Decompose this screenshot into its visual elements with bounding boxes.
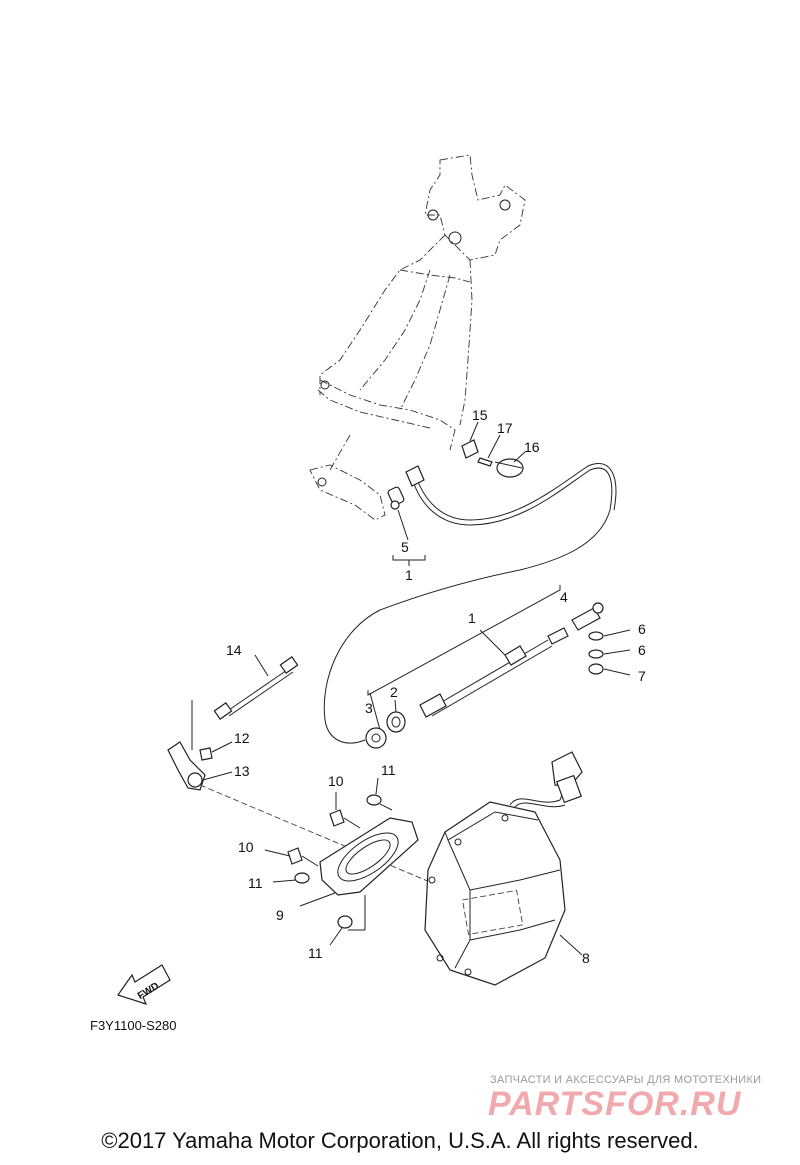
diagram-code: F3Y1100-S280 (90, 1018, 177, 1033)
callout-8: 8 (582, 950, 590, 966)
copyright-notice: ©2017 Yamaha Motor Corporation, U.S.A. A… (101, 1128, 699, 1153)
washer-2 (386, 699, 406, 733)
watermark-brand: PARTSFOR.RU (488, 1085, 742, 1123)
callout-2: 2 (390, 684, 398, 700)
clamp-16 (494, 451, 526, 478)
callout-3: 3 (365, 700, 373, 716)
callout-15: 15 (472, 407, 488, 423)
callout-6-bottom: 6 (638, 642, 646, 658)
plate-9 (299, 817, 419, 931)
nut-3 (365, 727, 387, 749)
cable-1-upper (323, 463, 617, 744)
callout-13: 13 (234, 763, 250, 779)
callout-10-left: 10 (238, 839, 254, 855)
callout-12: 12 (234, 730, 250, 746)
callout-11-left: 11 (248, 875, 263, 891)
callout-6-top: 6 (638, 621, 646, 637)
frame-bracket (309, 154, 526, 521)
callout-9: 9 (276, 907, 284, 923)
callout-11-top: 11 (381, 762, 396, 778)
callout-1-lower: 1 (468, 610, 476, 626)
callout-5: 5 (401, 539, 409, 555)
callout-17: 17 (497, 420, 513, 436)
callout-10-top: 10 (328, 773, 344, 789)
fwd-arrow-icon: FWD (117, 964, 171, 1005)
bolt-12 (199, 741, 233, 761)
callout-1-upper: 1 (405, 567, 413, 583)
watermark: ЗАПЧАСТИ И АКСЕССУАРЫ ДЛЯ МОТОТЕХНИКИ PA… (488, 1074, 761, 1123)
callout-14: 14 (226, 642, 242, 658)
bracket-5-1 (392, 555, 426, 566)
lever-13 (167, 700, 233, 791)
servo-motor-8 (424, 751, 583, 986)
callout-labels: 15 17 16 5 1 4 1 6 6 7 14 2 3 12 13 10 1… (226, 407, 646, 966)
bolt-17 (477, 434, 501, 467)
bolts-10-11 (264, 777, 393, 946)
callout-11-bottom: 11 (308, 945, 323, 961)
cable-1-lower (367, 585, 604, 731)
watermark-tagline: ЗАПЧАСТИ И АКСЕССУАРЫ ДЛЯ МОТОТЕХНИКИ (490, 1074, 761, 1086)
callout-7: 7 (638, 668, 646, 684)
nuts-6-7 (588, 629, 631, 676)
callout-16: 16 (524, 439, 540, 455)
callout-4: 4 (560, 589, 568, 605)
rod-14 (213, 654, 299, 720)
clip-15 (461, 421, 479, 459)
